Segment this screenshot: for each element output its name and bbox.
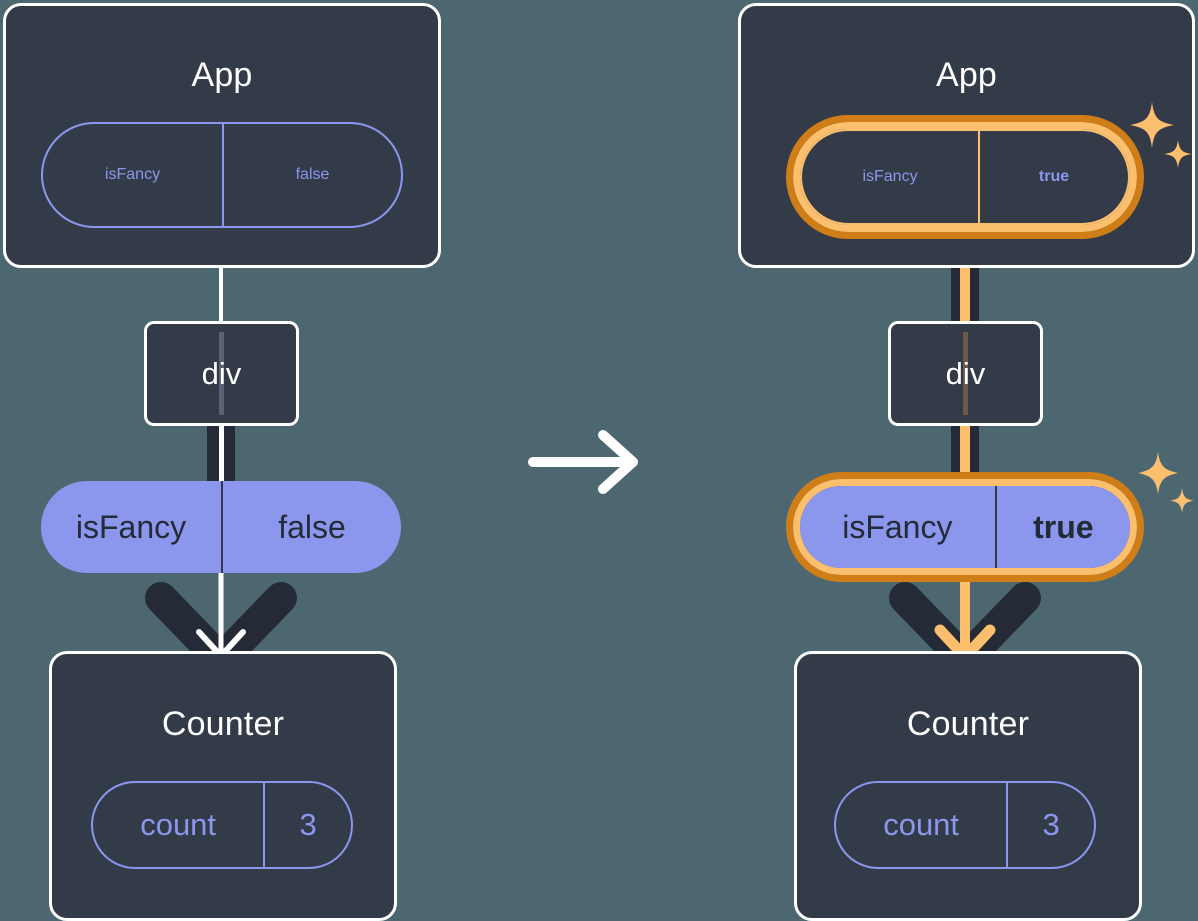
counter-state-value: 3	[263, 783, 351, 867]
props-pill-after: isFancy true	[800, 486, 1130, 568]
props-pill-value: true	[994, 486, 1130, 568]
connector-div-to-props-before	[207, 424, 235, 486]
div-node-before: div	[144, 321, 299, 426]
connector-div-to-props-after	[951, 424, 979, 486]
props-pill-name: isFancy	[842, 508, 953, 545]
props-pill-value: false	[221, 481, 401, 573]
app-prop-value: false	[222, 124, 401, 226]
counter-state-pill-before: count 3	[91, 781, 353, 869]
counter-state-name: count	[883, 807, 960, 842]
app-prop-pill-after: isFancy true	[800, 129, 1130, 225]
app-prop-value: true	[978, 131, 1128, 223]
counter-state-name: count	[140, 807, 217, 842]
app-prop-name: isFancy	[104, 166, 161, 183]
app-card-title: App	[935, 56, 998, 94]
div-inner-line	[219, 332, 224, 415]
app-card-title: App	[191, 56, 253, 94]
counter-card-title: Counter	[161, 705, 285, 743]
sparkle-icon-app	[1130, 102, 1192, 168]
div-inner-line	[963, 332, 968, 415]
counter-card-title: Counter	[906, 705, 1030, 743]
div-node-after: div	[888, 321, 1043, 426]
div-node-label: div	[201, 355, 242, 391]
connector-app-to-div-before	[219, 250, 223, 322]
app-prop-pill-before: isFancy false	[41, 122, 403, 228]
div-node-label: div	[945, 355, 986, 391]
app-prop-name: isFancy	[862, 168, 918, 185]
props-pill-name: isFancy	[75, 508, 187, 545]
props-pill-before: isFancy false	[41, 481, 401, 573]
counter-state-pill-after: count 3	[834, 781, 1096, 869]
arrow-right-icon	[528, 430, 638, 494]
sparkle-icon-props	[1138, 452, 1194, 513]
counter-state-value: 3	[1006, 783, 1094, 867]
